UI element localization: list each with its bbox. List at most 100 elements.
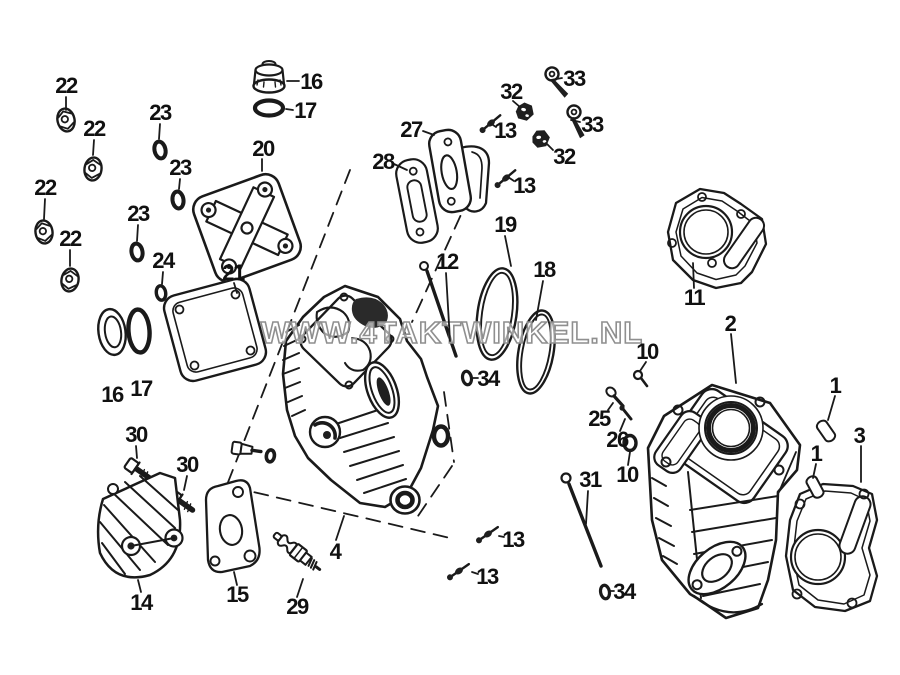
- projection-dashed-line: [224, 169, 351, 491]
- part-16-tappet-cap: [252, 60, 286, 94]
- leader-line: [607, 402, 614, 411]
- part-label-1: 1: [830, 373, 842, 398]
- part-label-13: 13: [476, 564, 499, 589]
- leader-line: [43, 198, 46, 220]
- leader-line: [498, 535, 505, 538]
- part-3-base-gasket: [784, 482, 879, 613]
- part-label-29: 29: [286, 594, 309, 619]
- part-label-2: 2: [725, 311, 737, 336]
- leader-line: [619, 418, 626, 432]
- part-21-cover-gasket: [162, 277, 268, 383]
- leader-line: [135, 445, 138, 459]
- part-26-pin: [619, 405, 633, 421]
- part-27-intake-manifold: [427, 128, 491, 214]
- projection-dashed-line: [231, 486, 451, 539]
- part-31-stud-long: [560, 472, 603, 568]
- part-label-24: 24: [152, 248, 176, 273]
- part-label-31: 31: [579, 467, 602, 492]
- part-label-22: 22: [34, 175, 57, 200]
- part-label-13: 13: [502, 527, 525, 552]
- leader-line: [570, 119, 581, 123]
- part-20-valve-cover: [191, 172, 303, 284]
- leader-line: [504, 235, 512, 267]
- leader-line: [285, 108, 294, 111]
- part-label-27: 27: [400, 117, 423, 142]
- part-label-28: 28: [372, 149, 395, 174]
- part-label-11: 11: [684, 285, 706, 310]
- part-label-32: 32: [500, 79, 523, 104]
- part-label-26: 26: [606, 427, 629, 452]
- tappet-adjuster-screw: [230, 440, 277, 464]
- part-label-17: 17: [130, 376, 153, 401]
- leader-line: [489, 122, 497, 128]
- leader-line: [335, 515, 345, 541]
- part-24-o-ring: [153, 283, 169, 303]
- leader-line: [812, 463, 817, 479]
- part-10-ring-bottom: [622, 433, 638, 453]
- part-12-stud: [419, 261, 458, 358]
- leader-line: [393, 163, 408, 171]
- projection-dashed-line: [443, 391, 455, 463]
- leader-line: [730, 333, 737, 384]
- part-18-o-ring-large: [516, 309, 556, 395]
- leader-line: [507, 176, 515, 182]
- part-label-21: 21: [222, 260, 245, 285]
- part-label-32: 32: [553, 144, 576, 169]
- part-label-34: 34: [613, 579, 637, 604]
- part-label-3: 3: [854, 423, 866, 448]
- part-19-o-ring-large: [475, 267, 519, 361]
- leader-line: [233, 571, 238, 586]
- part-14-side-cover: [96, 471, 184, 579]
- part-label-16: 16: [300, 69, 323, 94]
- part-label-16: 16: [101, 382, 124, 407]
- leader-line: [233, 282, 238, 294]
- part-label-12: 12: [436, 249, 459, 274]
- part-label-20: 20: [252, 136, 275, 161]
- leader-line: [585, 490, 589, 525]
- leader-line: [178, 178, 181, 190]
- leader-line: [136, 224, 139, 242]
- part-label-23: 23: [149, 100, 172, 125]
- part-15-side-cover-gasket: [204, 479, 261, 574]
- part-label-22: 22: [59, 226, 82, 251]
- part-label-30: 30: [176, 452, 199, 477]
- part-label-22: 22: [55, 73, 78, 98]
- part-label-23: 23: [127, 201, 150, 226]
- part-label-19: 19: [494, 212, 517, 237]
- part-32-flange-nuts: [514, 100, 552, 149]
- part-17-o-ring-top: [252, 98, 286, 118]
- projection-dashed-lines: [224, 169, 471, 539]
- leader-line: [512, 100, 521, 108]
- part-label-33: 33: [563, 66, 586, 91]
- part-label-34: 34: [477, 366, 501, 391]
- part-label-15: 15: [226, 582, 249, 607]
- part-label-4: 4: [330, 539, 343, 564]
- part-label-1: 1: [811, 441, 823, 466]
- leader-line: [545, 142, 554, 151]
- part-28-manifold-gasket: [395, 158, 439, 244]
- leader-line: [158, 123, 161, 140]
- part-10-pin-top: [632, 369, 649, 388]
- part-label-13: 13: [494, 118, 517, 143]
- part-label-22: 22: [83, 116, 106, 141]
- part-label-17: 17: [294, 98, 317, 123]
- leader-line: [137, 579, 142, 593]
- projection-dashed-line: [417, 465, 453, 517]
- part-label-14: 14: [130, 590, 154, 615]
- part-label-13: 13: [513, 173, 536, 198]
- leader-line: [550, 77, 563, 81]
- leader-line: [92, 139, 95, 156]
- part-16-seal-left: [97, 307, 127, 357]
- part-label-10: 10: [616, 462, 639, 487]
- leader-line: [627, 451, 631, 466]
- part-label-30: 30: [125, 422, 148, 447]
- part-17-o-ring-left: [126, 307, 152, 355]
- leader-line: [692, 262, 695, 289]
- part-4-cylinder-head: [281, 284, 451, 515]
- watermark-text: WWW.4TAKTWINKEL.NL: [261, 315, 643, 350]
- leader-line: [183, 475, 188, 491]
- leader-lines: [43, 77, 862, 598]
- leader-line: [535, 280, 544, 321]
